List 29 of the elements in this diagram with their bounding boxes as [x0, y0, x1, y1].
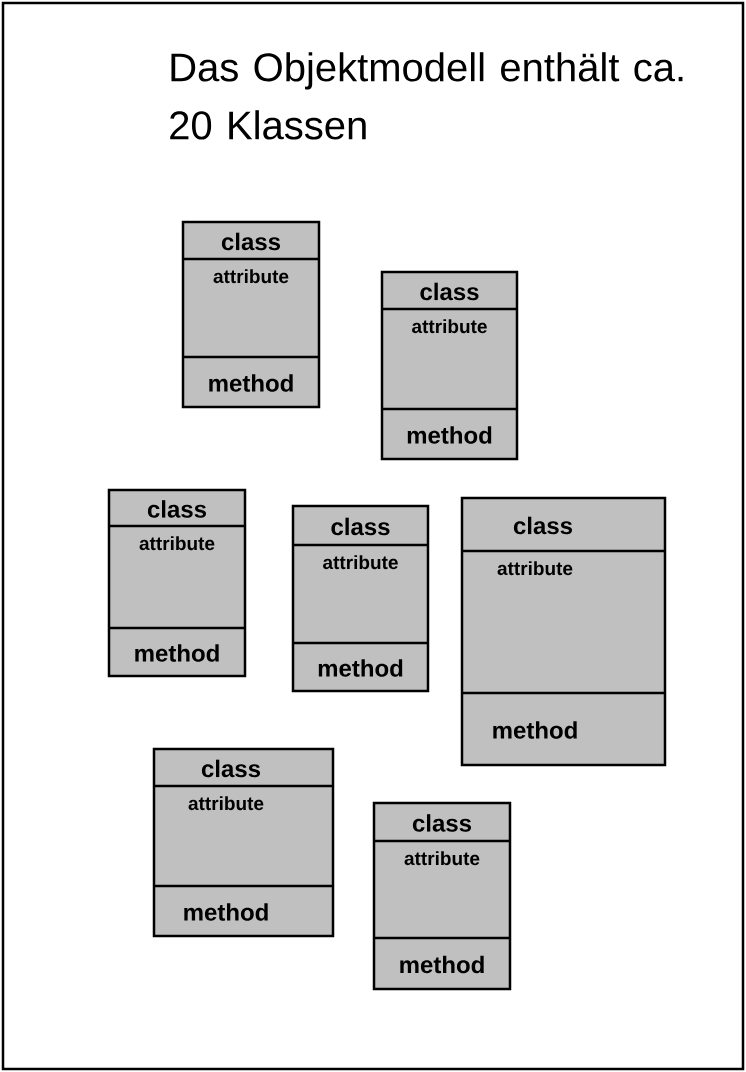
class-box — [181, 220, 321, 409]
method-label: method — [407, 426, 492, 444]
class-box — [380, 270, 519, 461]
class-name: class — [412, 814, 472, 832]
attribute-label: attribute — [323, 555, 398, 570]
class-box — [291, 504, 430, 693]
method-label: method — [209, 374, 293, 392]
class-box — [372, 801, 512, 991]
class-name: class — [420, 282, 479, 301]
class-box — [107, 488, 247, 678]
attribute-label: attribute — [497, 561, 573, 576]
class-name: class — [201, 759, 261, 778]
class-box — [460, 496, 667, 767]
attribute-label: attribute — [412, 319, 487, 334]
method-label: method — [135, 644, 219, 662]
attribute-label: attribute — [188, 796, 264, 811]
class-name: class — [221, 232, 281, 251]
method-label: method — [400, 955, 484, 974]
class-name: class — [147, 500, 207, 518]
class-name: class — [331, 517, 390, 536]
method-label: method — [318, 659, 403, 677]
attribute-label: attribute — [139, 536, 215, 551]
method-label: method — [184, 903, 268, 921]
method-label: method — [493, 721, 577, 739]
attribute-label: attribute — [404, 851, 480, 866]
class-name: class — [513, 516, 573, 535]
title: Das Objektmodell enthält ca. 20 Klassen — [170, 52, 683, 140]
class-box — [152, 747, 335, 938]
attribute-label: attribute — [213, 269, 289, 284]
